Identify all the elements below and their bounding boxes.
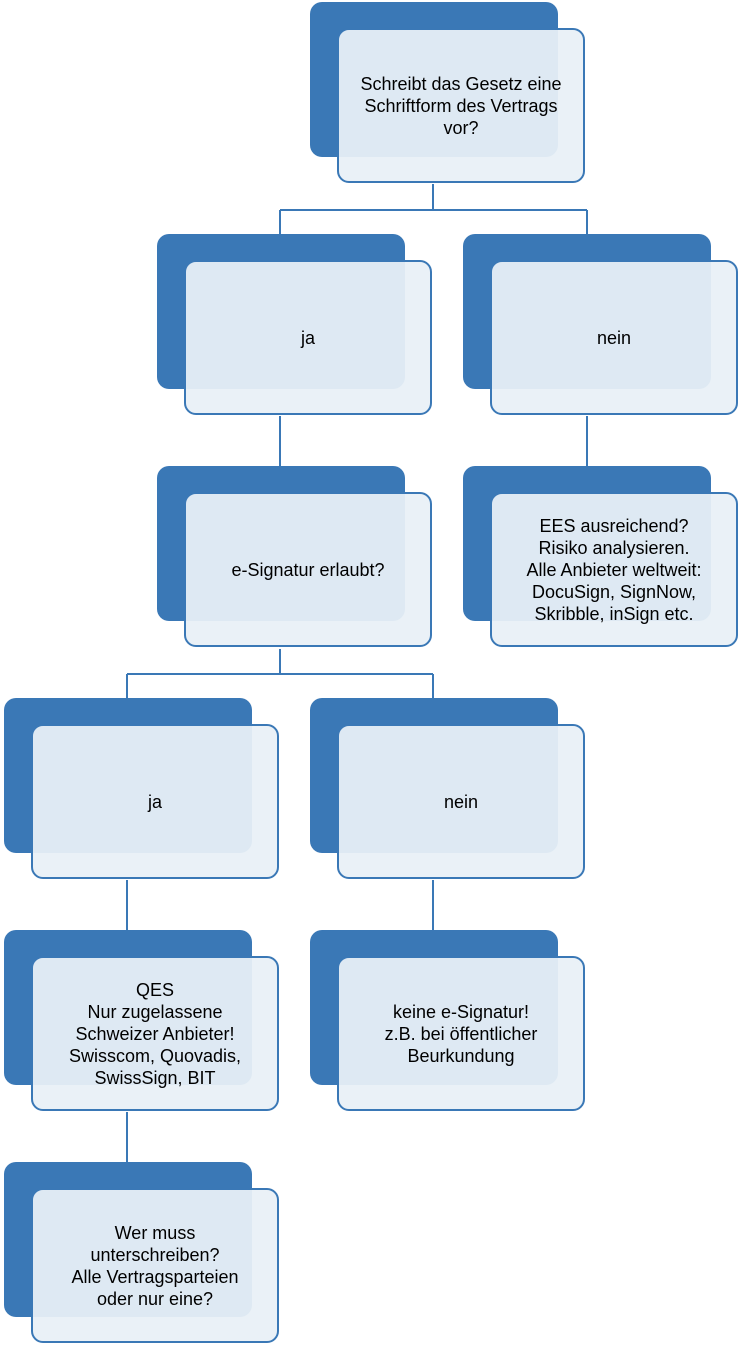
node-text: Schreibt das Gesetz eine Schriftform des…	[360, 73, 562, 138]
node-text: nein	[596, 327, 632, 348]
node-box: Schreibt das Gesetz eine Schriftform des…	[337, 28, 585, 183]
node-text: e-Signatur erlaubt?	[231, 559, 385, 580]
node-text: ja	[147, 791, 162, 812]
node-text: ja	[300, 327, 315, 348]
node-text: Wer muss unterschreiben? Alle Vertragspa…	[71, 1222, 239, 1309]
node-box: ja	[184, 260, 432, 415]
node-box: keine e-Signatur! z.B. bei öffentlicher …	[337, 956, 585, 1111]
node-text: nein	[443, 791, 479, 812]
node-box: ja	[31, 724, 279, 879]
connector-esig	[126, 649, 434, 700]
node-box: EES ausreichend? Risiko analysieren. All…	[490, 492, 738, 647]
node-box: nein	[490, 260, 738, 415]
node-text: EES ausreichend? Risiko analysieren. All…	[526, 515, 702, 624]
node-box: Wer muss unterschreiben? Alle Vertragspa…	[31, 1188, 279, 1343]
connector-root	[279, 184, 588, 236]
node-text: keine e-Signatur! z.B. bei öffentlicher …	[384, 1001, 538, 1066]
node-text: QES Nur zugelassene Schweizer Anbieter! …	[68, 979, 242, 1088]
node-box: QES Nur zugelassene Schweizer Anbieter! …	[31, 956, 279, 1111]
node-box: nein	[337, 724, 585, 879]
node-box: e-Signatur erlaubt?	[184, 492, 432, 647]
